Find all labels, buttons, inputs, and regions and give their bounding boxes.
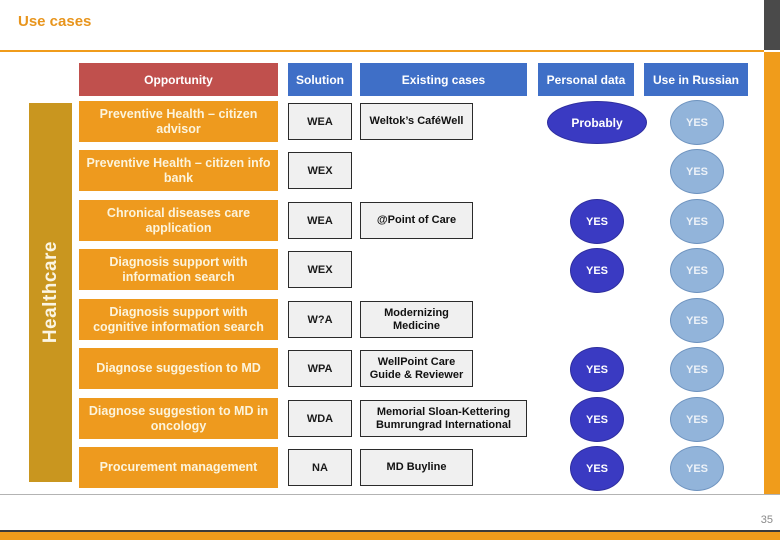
use-in-russian-badge: YES [670, 149, 724, 194]
title-underline [0, 50, 764, 52]
opportunity-cell: Diagnosis support with cognitive informa… [79, 299, 278, 340]
bottom-accent-bar [0, 530, 780, 540]
table-row: Preventive Health – citizen info bank WE… [0, 149, 780, 194]
right-accent-bar-orange [764, 52, 780, 494]
use-in-russian-badge: YES [670, 446, 724, 491]
solution-cell: WDA [288, 400, 352, 437]
existing-case-cell: Modernizing Medicine [360, 301, 473, 338]
table-row: Diagnosis support with cognitive informa… [0, 298, 780, 343]
existing-case-cell: Weltok’s CaféWell [360, 103, 473, 140]
use-in-russian-badge: YES [670, 248, 724, 293]
solution-cell: W?A [288, 301, 352, 338]
footer-divider-line [0, 494, 780, 495]
right-accent-bar-dark [764, 0, 780, 50]
opportunity-cell: Diagnose suggestion to MD [79, 348, 278, 389]
solution-cell: WEA [288, 202, 352, 239]
table-row: Diagnose suggestion to MD in oncology WD… [0, 397, 780, 442]
opportunity-cell: Preventive Health – citizen advisor [79, 101, 278, 142]
personal-data-badge: YES [570, 397, 624, 442]
header-solution: Solution [288, 63, 352, 96]
existing-case-cell: WellPoint Care Guide & Reviewer [360, 350, 473, 387]
existing-case-cell: Memorial Sloan-Kettering Bumrungrad Inte… [360, 400, 527, 437]
opportunity-cell: Diagnosis support with information searc… [79, 249, 278, 290]
header-personal-data: Personal data [538, 63, 634, 96]
personal-data-badge: YES [570, 347, 624, 392]
use-in-russian-badge: YES [670, 347, 724, 392]
solution-cell: WEA [288, 103, 352, 140]
use-in-russian-badge: YES [670, 397, 724, 442]
header-use-in-russian: Use in Russian [644, 63, 748, 96]
page-number: 35 [760, 514, 773, 526]
header-existing-cases: Existing cases [360, 63, 527, 96]
table-row: Diagnose suggestion to MD WPA WellPoint … [0, 347, 780, 392]
opportunity-cell: Diagnose suggestion to MD in oncology [79, 398, 278, 439]
table-row: Diagnosis support with information searc… [0, 248, 780, 293]
use-in-russian-badge: YES [670, 199, 724, 244]
table-row: Procurement management NA MD Buyline YES… [0, 446, 780, 491]
page-title: Use cases [18, 13, 92, 30]
personal-data-badge: YES [570, 199, 624, 244]
solution-cell: WEX [288, 152, 352, 189]
personal-data-badge: YES [570, 446, 624, 491]
header-opportunity: Opportunity [79, 63, 278, 96]
existing-case-cell: MD Buyline [360, 449, 473, 486]
table-row: Chronical diseases care application WEA … [0, 199, 780, 244]
healthcare-category-bar: Healthcare [29, 103, 72, 482]
solution-cell: NA [288, 449, 352, 486]
existing-case-cell: @Point of Care [360, 202, 473, 239]
opportunity-cell: Procurement management [79, 447, 278, 488]
solution-cell: WEX [288, 251, 352, 288]
table-row: Preventive Health – citizen advisor WEA … [0, 100, 780, 145]
use-in-russian-badge: YES [670, 100, 724, 145]
personal-data-badge: Probably [547, 101, 647, 144]
use-in-russian-badge: YES [670, 298, 724, 343]
personal-data-badge: YES [570, 248, 624, 293]
opportunity-cell: Chronical diseases care application [79, 200, 278, 241]
solution-cell: WPA [288, 350, 352, 387]
opportunity-cell: Preventive Health – citizen info bank [79, 150, 278, 191]
